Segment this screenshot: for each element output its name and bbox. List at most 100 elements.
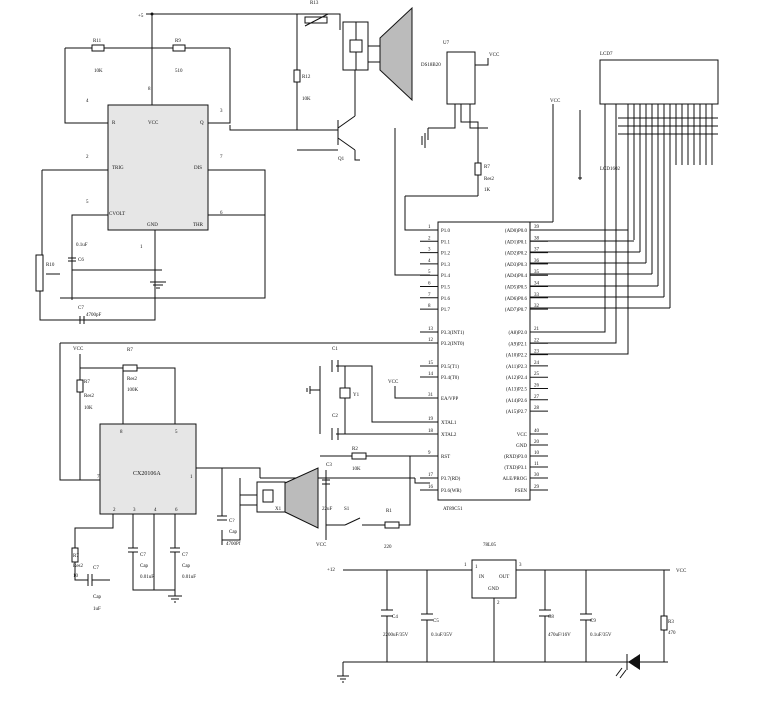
cx20106a-body: [99, 423, 197, 515]
mcu-left-pin-num: 8: [428, 304, 431, 309]
pin8-num: 8: [148, 87, 151, 92]
mcu-left-pin-num: 15: [428, 361, 434, 366]
cx-cq-val2: 4700Pf: [226, 542, 241, 547]
mcu-right-pin-num: 25: [534, 372, 540, 377]
resistor-r7b-cx: [76, 379, 84, 393]
mcu-left-pin-num: 31: [428, 393, 434, 398]
c7-top-val: 4700pF: [86, 313, 102, 318]
mcu-body: [437, 221, 531, 501]
mcu-left-pin-label: P1.7: [441, 308, 451, 313]
mcu-right-pin-label: PSEN: [515, 489, 528, 494]
mcu-left-pin-num: 17: [428, 473, 434, 478]
cx-pin5: 5: [175, 430, 178, 435]
r7-top-val1: Res2: [484, 177, 495, 182]
mcu-right-pin-label: (RXD)P3.0: [504, 455, 527, 460]
mcu-left-pin-num: 7: [428, 293, 431, 298]
mcu-right-pin-label: ALE/PROG: [503, 477, 528, 482]
power-supply-section: +12 78L05 1 IN OUT GND 1 3 2 VCC C4 2200…: [327, 543, 687, 683]
switch-s1[interactable]: [326, 517, 385, 526]
supply-plus5-label: +5: [138, 14, 144, 19]
mcu-right-pin-label: (A9)P2.1: [509, 342, 528, 347]
mcu-right-pin-label: VCC: [517, 433, 528, 438]
reg-pin3: 3: [519, 563, 522, 568]
capacitor-c7b: [170, 547, 180, 553]
mcu-right-pin-num: 10: [534, 451, 540, 456]
cx-pin3: 3: [133, 508, 136, 513]
psu-vcc-label: VCC: [676, 569, 687, 574]
lcd-data-lines: [618, 104, 718, 308]
lcd-vcc: VCC: [550, 99, 561, 104]
lcd-section: LCD7 LCD 1602 VCC LCD1602: [550, 52, 719, 308]
capacitor-c6: [68, 257, 76, 262]
c5-val: 0.1uF/35V: [431, 633, 453, 638]
c3-ref: C3: [326, 463, 332, 468]
r11-val: 10K: [94, 69, 103, 74]
cx-r7-val2: 100K: [127, 388, 139, 393]
cx-c7a-ref: C7: [140, 553, 146, 558]
cx-c7b-val2: 0.01uF: [182, 575, 196, 580]
mcu-name: AT89C51: [443, 507, 463, 512]
mcu-right-pin-num: 26: [534, 384, 540, 389]
reg-pin1-inner: 1: [475, 565, 478, 570]
mcu-right-pin-label: (AD4)P0.4: [505, 274, 528, 279]
capacitor-c5: [421, 570, 433, 662]
timer-555-section: R VCC Q TRIG DIS CVOLT GND THR 4 8 3 2 7…: [35, 12, 341, 324]
ground-symbol-555: [150, 270, 166, 289]
mcu-left-pin-label: P1.0: [441, 229, 451, 234]
mcu-right-pin-label: (A14)P2.6: [506, 399, 527, 404]
mcu-right-pin-num: 34: [534, 282, 540, 287]
q1-ref: Q1: [338, 157, 345, 162]
capacitor-c8: [539, 570, 551, 662]
cx20106a-name: CX20106A: [133, 471, 161, 477]
pin4-num: 4: [86, 99, 89, 104]
mcu-right-pin-label: (A15)P2.7: [506, 410, 527, 415]
mcu-left-pin-num: 2: [428, 236, 431, 241]
r1-ref: R1: [386, 509, 392, 514]
capacitor-c1: [331, 360, 339, 372]
mcu-right-pin-label: (A11)P2.3: [506, 365, 527, 370]
mcu-left-pin-label: P3.4(T0): [441, 376, 459, 381]
wire-r12-q1: [296, 14, 338, 131]
reg-gnd-label: GND: [488, 587, 499, 592]
mcu-left-pin-label: P1.3: [441, 263, 451, 268]
r9-ref: R9: [175, 39, 181, 44]
lcd-ref: LCD7: [600, 52, 613, 57]
reg-pin2: 2: [497, 601, 500, 606]
cx-pin8: 8: [120, 430, 123, 435]
crystal-y1: [339, 387, 351, 399]
c3-val: 22uF: [322, 507, 333, 512]
mcu-right-pin-num: 38: [534, 236, 540, 241]
y1-ref: Y1: [353, 393, 360, 398]
capacitor-c9: [580, 570, 592, 662]
cx-cq-ref: C?: [229, 519, 235, 524]
mcu-right-pin-label: (A12)P2.4: [506, 376, 527, 381]
resistor-r1: [384, 521, 400, 529]
c6-val: 0.1uF: [76, 243, 88, 248]
lcd-body: [599, 59, 719, 105]
mcu-right-pin-num: 21: [534, 327, 540, 332]
r7-top-ref: R7: [484, 165, 490, 170]
rst-vcc-label: VCC: [316, 543, 327, 548]
c9-val: 0.1uF/35V: [590, 633, 612, 638]
psu-in-label: +12: [327, 568, 335, 573]
r7-top-val2: 1K: [484, 188, 491, 193]
cx-c7a-val2: 0.01uF: [140, 575, 154, 580]
mcu-right-pin-label: (AD5)P0.5: [505, 286, 528, 291]
mcu-left-pin-label: P3.3(INT1): [441, 331, 465, 336]
wire-top-rail: [146, 13, 341, 30]
mcu-left-pin-num: 4: [428, 259, 431, 264]
cx-r7c-val1: Res2: [73, 564, 84, 569]
wire-dis-thr: [60, 169, 266, 299]
pin-q-label: Q: [200, 121, 204, 126]
wire-q-pin: [208, 48, 231, 124]
capacitor-cx-c: [217, 515, 227, 521]
cx-c7c-ref: C7: [93, 566, 99, 571]
lcd-ref2: LCD1602: [600, 167, 621, 172]
mcu-right-pin-num: 30: [534, 473, 540, 478]
mcu-right-pin-num: 40: [534, 429, 540, 434]
reg-out-label: OUT: [499, 575, 509, 580]
mcu-left-pin-label: P3.6(WR): [441, 489, 462, 494]
cx-pin2: 2: [113, 508, 116, 513]
mcu-left-pin-num: 13: [428, 327, 434, 332]
